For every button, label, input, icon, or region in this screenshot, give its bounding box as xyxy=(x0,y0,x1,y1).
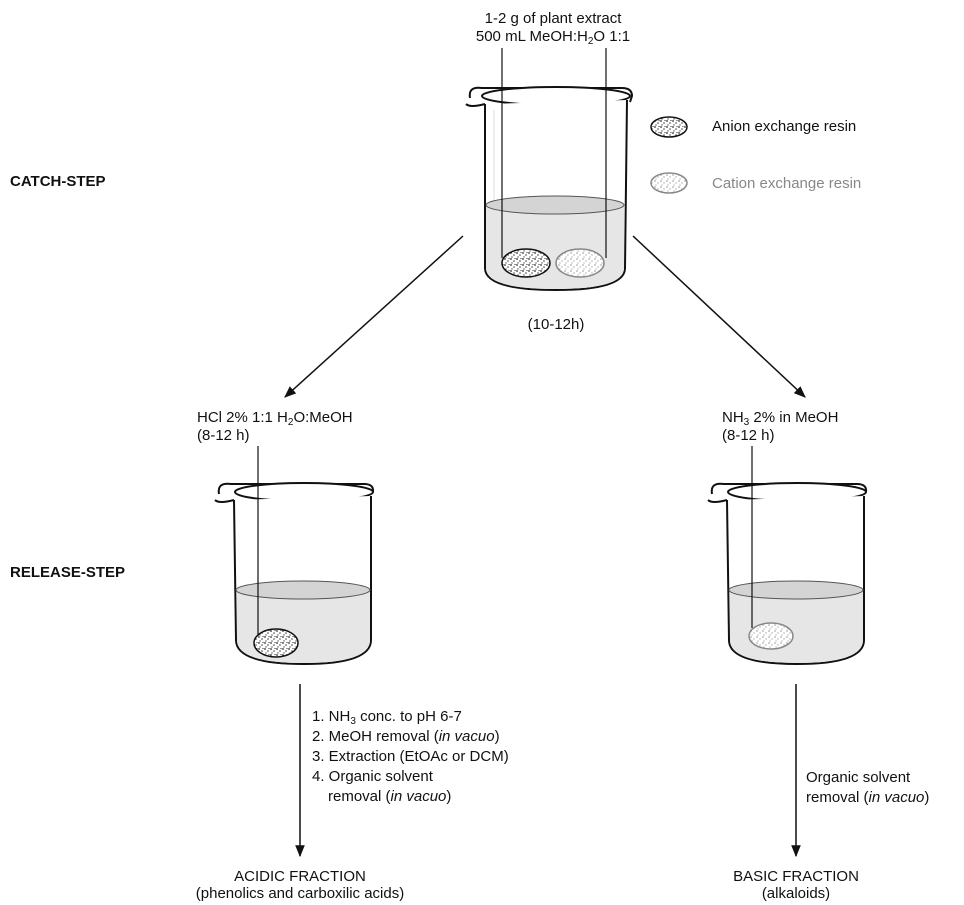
top-reagent-label: 1-2 g of plant extract 500 mL MeOH:H2O 1… xyxy=(440,10,666,47)
release-step-label: RELEASE-STEP xyxy=(10,564,126,581)
acidic-fraction-title: ACIDIC FRACTION xyxy=(234,868,366,885)
basic-fraction-sub: (alkaloids) xyxy=(761,885,831,902)
solvent-text: 500 mL MeOH:H2O 1:1 xyxy=(475,28,631,47)
anion-legend-icon xyxy=(650,116,688,138)
workup-step-1: 1. NH3 conc. to pH 6-7 xyxy=(312,708,462,727)
acidic-fraction-sub: (phenolics and carboxilic acids) xyxy=(195,885,405,902)
catch-time-label: (10-12h) xyxy=(527,316,585,333)
top-beaker xyxy=(465,48,634,292)
cation-resin-bag-top xyxy=(555,248,605,278)
workup-step-4-cont: removal (in vacuo) xyxy=(328,788,452,805)
legend-cation-label: Cation exchange resin xyxy=(712,175,862,192)
anion-resin-bag-top xyxy=(501,248,551,278)
right-workup-steps: Organic solvent removal (in vacuo) xyxy=(806,769,930,806)
left-workup-steps: 1. NH3 conc. to pH 6-7 2. MeOH removal (… xyxy=(312,707,509,807)
left-reagent-label: HCl 2% 1:1 H2O:MeOH (8-12 h) xyxy=(197,409,353,444)
cation-resin-bag-right xyxy=(748,622,794,650)
right-beaker xyxy=(707,446,868,666)
left-beaker xyxy=(214,446,375,666)
basic-fraction-label: BASIC FRACTION (alkaloids) xyxy=(696,868,896,902)
plant-extract-text: 1-2 g of plant extract xyxy=(484,10,622,27)
catch-step-label: CATCH-STEP xyxy=(10,173,106,190)
workup-step-4: 4. Organic solvent xyxy=(312,768,433,785)
cation-legend-icon xyxy=(650,172,688,194)
arrow-to-acid-release xyxy=(284,235,464,398)
acidic-fraction-label: ACIDIC FRACTION (phenolics and carboxili… xyxy=(170,868,430,902)
workup-step-2: 2. MeOH removal (in vacuo) xyxy=(312,728,500,745)
workup-step-3: 3. Extraction (EtOAc or DCM) xyxy=(312,748,509,765)
right-reagent-label: NH3 2% in MeOH (8-12 h) xyxy=(722,409,839,444)
legend-anion-label: Anion exchange resin xyxy=(712,118,857,135)
arrow-to-base-release xyxy=(632,235,806,398)
basic-fraction-title: BASIC FRACTION xyxy=(733,868,859,885)
anion-resin-bag-left xyxy=(253,628,299,658)
